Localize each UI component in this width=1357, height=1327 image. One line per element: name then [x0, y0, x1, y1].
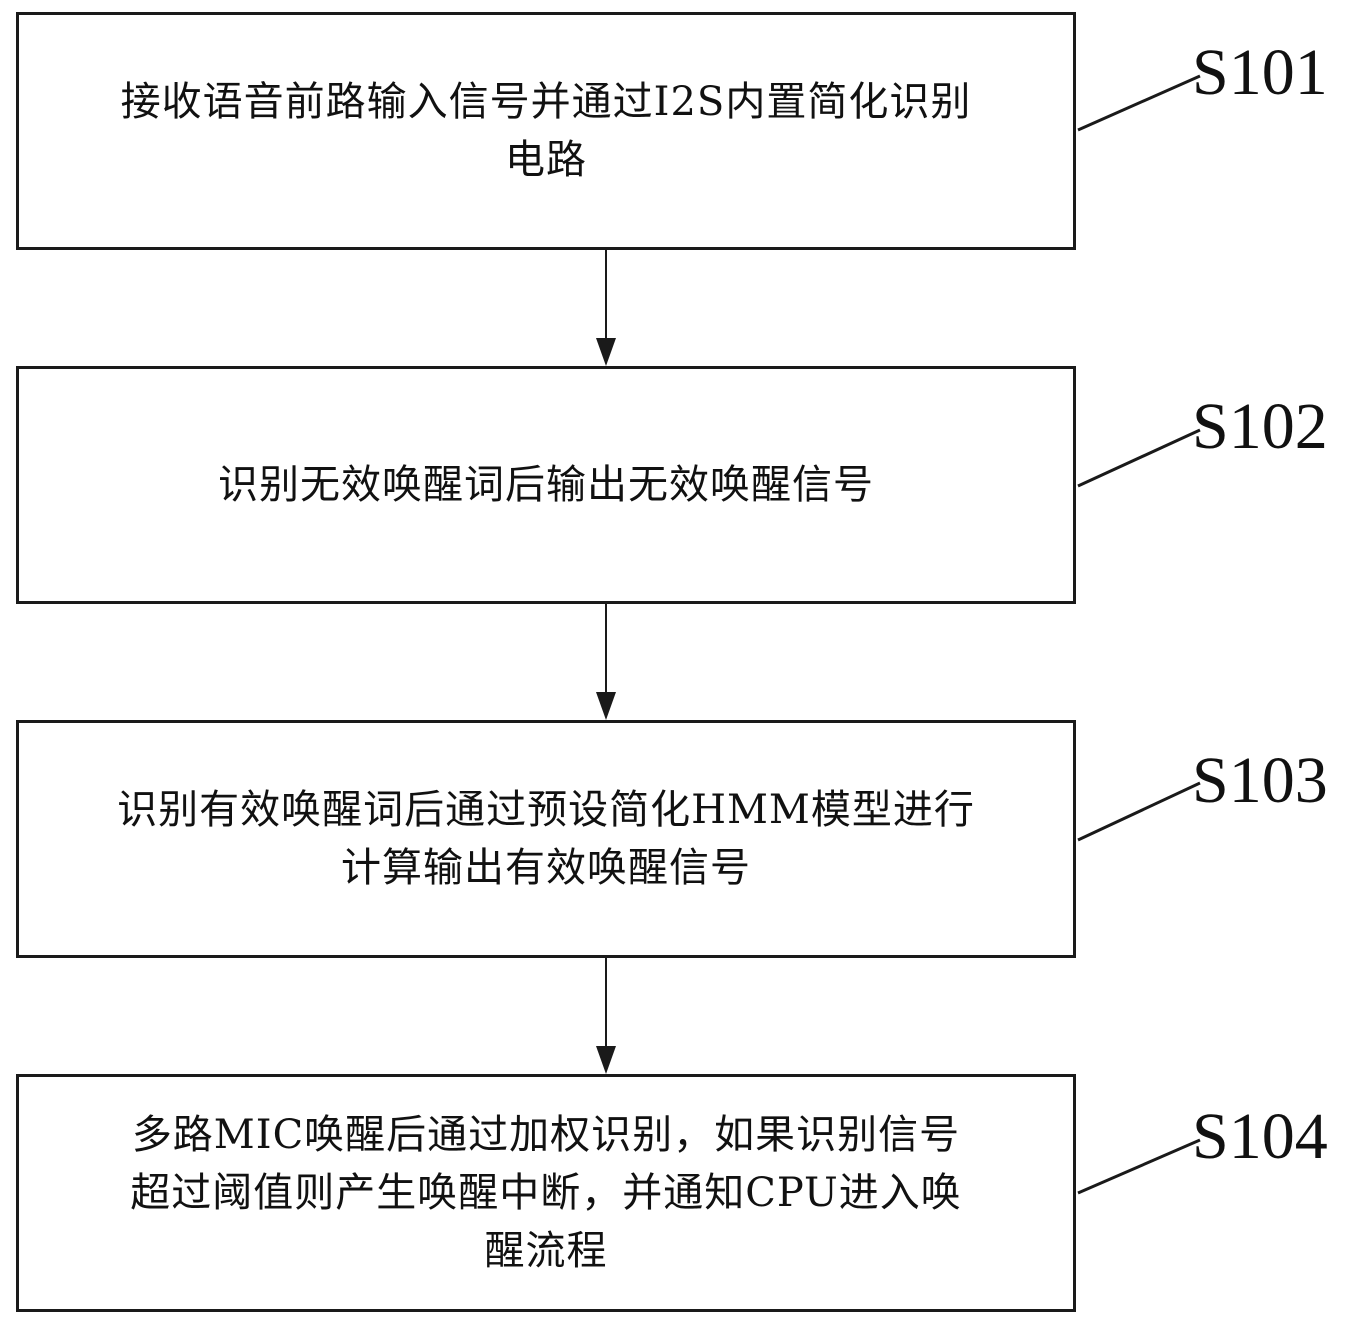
- step-text-line: 计算输出有效唤醒信号: [340, 845, 751, 891]
- leader-line-s101: [1077, 74, 1201, 132]
- step-text-line: 醒流程: [484, 1228, 608, 1274]
- step-label-s102: S102: [1192, 390, 1328, 463]
- step-text-line: 识别有效唤醒词后通过预设简化HMM模型进行: [117, 787, 975, 833]
- step-label-s103: S103: [1192, 744, 1328, 817]
- step-box-s101: 接收语音前路输入信号并通过I2S内置简化识别 电路: [16, 12, 1076, 250]
- step-text-line: 多路MIC唤醒后通过加权识别，如果识别信号: [131, 1112, 961, 1158]
- step-text-line: 超过阈值则产生唤醒中断，并通知CPU进入唤: [130, 1170, 962, 1216]
- step-text-s104: 多路MIC唤醒后通过加权识别，如果识别信号 超过阈值则产生唤醒中断，并通知CPU…: [106, 1106, 986, 1280]
- step-box-s103: 识别有效唤醒词后通过预设简化HMM模型进行 计算输出有效唤醒信号: [16, 720, 1076, 958]
- step-text-line: 接收语音前路输入信号并通过I2S内置简化识别: [120, 79, 972, 125]
- step-text-line: 识别无效唤醒词后输出无效唤醒信号: [218, 462, 874, 508]
- step-text-s103: 识别有效唤醒词后通过预设简化HMM模型进行 计算输出有效唤醒信号: [93, 781, 999, 897]
- flow-arrow-s102-s103: [596, 604, 616, 720]
- step-box-s104: 多路MIC唤醒后通过加权识别，如果识别信号 超过阈值则产生唤醒中断，并通知CPU…: [16, 1074, 1076, 1312]
- leader-line-s103: [1077, 781, 1201, 842]
- step-label-s101: S101: [1192, 36, 1328, 109]
- step-text-s101: 接收语音前路输入信号并通过I2S内置简化识别 电路: [97, 73, 996, 189]
- flow-arrow-s103-s104: [596, 958, 616, 1074]
- leader-line-s102: [1077, 428, 1201, 488]
- step-box-s102: 识别无效唤醒词后输出无效唤醒信号: [16, 366, 1076, 604]
- step-text-line: 电路: [505, 137, 587, 183]
- flow-arrow-s101-s102: [596, 250, 616, 366]
- step-label-s104: S104: [1192, 1100, 1328, 1173]
- step-text-s102: 识别无效唤醒词后输出无效唤醒信号: [194, 456, 898, 514]
- leader-line-s104: [1077, 1138, 1201, 1195]
